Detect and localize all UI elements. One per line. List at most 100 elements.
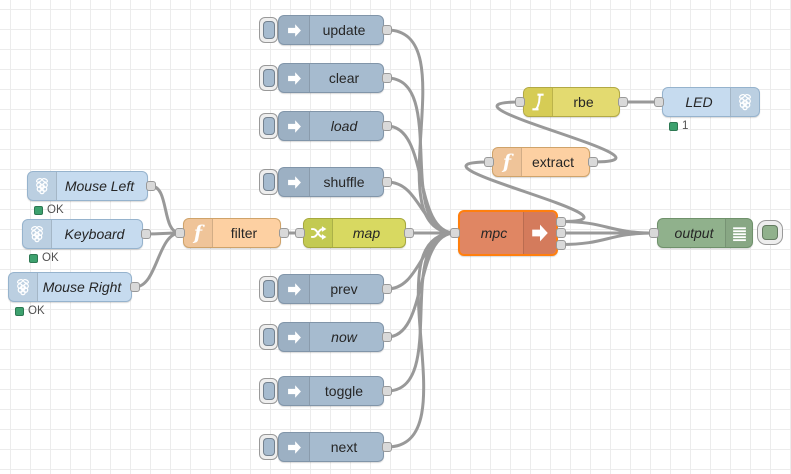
debug-toggle-button-inner[interactable]: [762, 225, 778, 240]
inject-button-inner[interactable]: [263, 69, 275, 87]
port-in-led[interactable]: [654, 97, 664, 107]
port-out-mouse-left-0[interactable]: [146, 181, 156, 191]
inject-button-inner[interactable]: [263, 382, 275, 400]
node-shuffle[interactable]: shuffle: [278, 167, 384, 197]
node-label: filter: [230, 225, 258, 241]
raspberry-pi-icon: [28, 172, 57, 200]
node-mouse-left[interactable]: Mouse Left: [27, 171, 148, 201]
port-out-mpc-1[interactable]: [556, 228, 566, 238]
debug-list-icon: [725, 219, 752, 247]
node-load[interactable]: load: [278, 111, 384, 141]
port-in-filter[interactable]: [175, 228, 185, 238]
port-out-mpc-2[interactable]: [556, 239, 566, 250]
node-label: extract: [531, 154, 574, 170]
node-toggle[interactable]: toggle: [278, 376, 384, 406]
status-label: OK: [42, 252, 59, 264]
wire-mpc-to-extract[interactable]: [464, 160, 586, 223]
port-out-keyboard-0[interactable]: [141, 229, 151, 239]
node-label: prev: [330, 281, 358, 297]
shuffle-icon: [304, 219, 333, 247]
node-label: update: [322, 22, 366, 38]
port-out-mpc-0[interactable]: [556, 216, 566, 227]
wire-mouse-left-to-filter[interactable]: [149, 184, 182, 235]
port-out-map-0[interactable]: [404, 228, 414, 238]
node-extract[interactable]: f extract: [492, 147, 590, 177]
port-out-rbe-0[interactable]: [618, 97, 628, 107]
rbe-curve-icon: [524, 88, 553, 116]
port-out-load-0[interactable]: [382, 121, 392, 131]
wire-mpc-to-output[interactable]: [559, 231, 656, 246]
node-label: shuffle: [323, 174, 365, 190]
port-out-now-0[interactable]: [382, 332, 392, 342]
status-label: OK: [47, 204, 64, 216]
inject-arrow-icon: [279, 168, 310, 196]
port-in-rbe[interactable]: [515, 97, 525, 107]
node-filter[interactable]: f filter: [183, 218, 281, 248]
function-icon: f: [493, 148, 522, 176]
node-status: OK: [15, 305, 45, 317]
node-mpc[interactable]: mpc: [458, 210, 558, 256]
node-label: Keyboard: [64, 226, 125, 242]
port-out-extract-0[interactable]: [588, 157, 598, 167]
inject-button-inner[interactable]: [263, 438, 275, 456]
status-label: 1: [682, 120, 689, 132]
inject-button-inner[interactable]: [263, 328, 275, 346]
port-in-output[interactable]: [649, 228, 659, 238]
node-rbe[interactable]: rbe: [523, 87, 620, 117]
inject-button-inner[interactable]: [263, 117, 275, 135]
port-in-mpc[interactable]: [450, 228, 460, 238]
node-label: LED: [685, 94, 713, 110]
port-out-shuffle-0[interactable]: [382, 177, 392, 187]
inject-button-inner[interactable]: [263, 21, 275, 39]
node-map[interactable]: map: [303, 218, 406, 248]
wire-shuffle-to-mpc[interactable]: [385, 180, 457, 235]
node-clear[interactable]: clear: [278, 63, 384, 93]
inject-button-inner[interactable]: [263, 280, 275, 298]
node-output[interactable]: output: [657, 218, 753, 248]
port-out-filter-0[interactable]: [279, 228, 289, 238]
port-out-clear-0[interactable]: [382, 73, 392, 83]
port-out-next-0[interactable]: [382, 442, 392, 452]
node-label: now: [331, 329, 357, 345]
node-label: next: [330, 439, 358, 455]
node-label: clear: [328, 70, 360, 86]
node-label: rbe: [573, 94, 594, 110]
port-in-map[interactable]: [295, 228, 305, 238]
wire-mouse-right-to-filter[interactable]: [133, 231, 182, 289]
inject-arrow-icon: [279, 275, 310, 303]
node-label: toggle: [324, 383, 364, 399]
node-label: map: [352, 225, 381, 241]
inject-button-inner[interactable]: [263, 173, 275, 191]
status-dot: [669, 121, 678, 131]
node-status: OK: [29, 252, 59, 264]
node-label: load: [330, 118, 358, 134]
port-out-mouse-right-0[interactable]: [130, 282, 140, 292]
node-prev[interactable]: prev: [278, 274, 384, 304]
node-status: OK: [34, 204, 64, 216]
node-mouse-right[interactable]: Mouse Right: [8, 272, 132, 302]
status-label: OK: [28, 305, 45, 317]
node-led[interactable]: LED: [662, 87, 760, 117]
function-icon: f: [184, 219, 213, 247]
node-status: 1: [669, 120, 688, 132]
node-keyboard[interactable]: Keyboard: [22, 219, 143, 249]
inject-arrow-icon: [279, 323, 310, 351]
node-next[interactable]: next: [278, 432, 384, 462]
port-in-extract[interactable]: [484, 157, 494, 167]
node-label: output: [674, 225, 714, 241]
port-out-prev-0[interactable]: [382, 284, 392, 294]
status-dot: [15, 306, 24, 316]
port-out-update-0[interactable]: [382, 25, 392, 35]
port-out-toggle-0[interactable]: [382, 386, 392, 396]
wire-toggle-to-mpc[interactable]: [385, 231, 457, 393]
node-update[interactable]: update: [278, 15, 384, 45]
wire-extract-to-rbe[interactable]: [495, 100, 618, 164]
wire-next-to-mpc[interactable]: [385, 231, 457, 449]
node-now[interactable]: now: [278, 322, 384, 352]
node-label: Mouse Left: [64, 178, 135, 194]
wire-mpc-to-output[interactable]: [559, 220, 656, 235]
inject-arrow-icon: [279, 377, 310, 405]
node-label: Mouse Right: [42, 279, 122, 295]
